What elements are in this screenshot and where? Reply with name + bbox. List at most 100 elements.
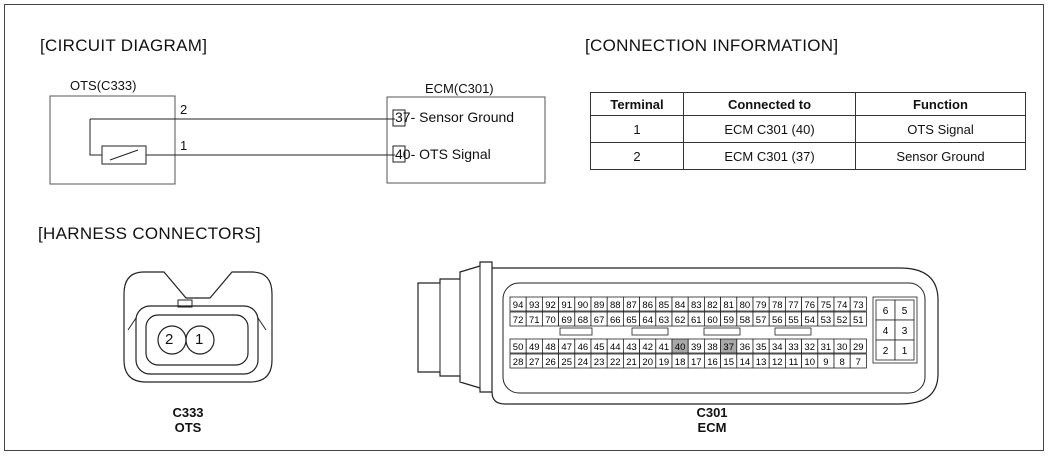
table-row: 1 ECM C301 (40) OTS Signal (590, 115, 1026, 143)
ecm-pin-number: 12 (772, 357, 783, 368)
ecm-pin-number: 60 (707, 315, 718, 326)
ecm-side-pin-number: 4 (883, 326, 889, 337)
ecm-pin-number: 77 (788, 300, 799, 311)
ecm-pin-number: 66 (610, 315, 621, 326)
ecm-connector-flange (417, 261, 493, 393)
ecm-pin-number: 46 (578, 342, 589, 353)
ecm-pin-number: 68 (578, 315, 589, 326)
ecm-pin-number: 73 (853, 300, 864, 311)
ecm-pin-37-label: 37- Sensor Ground (395, 109, 515, 125)
ecm-pin-number: 57 (756, 315, 767, 326)
cell-connected-to: ECM C301 (37) (683, 142, 856, 170)
ecm-pin-number: 80 (740, 300, 751, 311)
ecm-key-slot (703, 327, 741, 336)
ecm-connector-housing (491, 267, 939, 405)
harness-connectors-title: [HARNESS CONNECTORS] (38, 224, 261, 243)
ecm-pin-number: 88 (610, 300, 621, 311)
ecm-pin-number: 91 (561, 300, 572, 311)
ecm-pin-number: 10 (804, 357, 815, 368)
ecm-pin-cell (849, 353, 867, 369)
ecm-pin-cell (849, 311, 867, 327)
ecm-pin-number: 69 (561, 315, 572, 326)
ecm-pin-number: 24 (578, 357, 589, 368)
ecm-pin-number: 35 (756, 342, 767, 353)
ecm-pin-number: 31 (821, 342, 832, 353)
ecm-pin-number: 92 (545, 300, 556, 311)
ecm-pin-number: 61 (691, 315, 702, 326)
table-header-row: Terminal Connected to Function (590, 92, 1026, 116)
ecm-pin-number: 17 (691, 357, 702, 368)
ecm-pin-number: 8 (839, 357, 844, 368)
ecm-pin-number: 90 (578, 300, 589, 311)
ecm-pin-number: 36 (740, 342, 751, 353)
ots-harness-pin-1: 1 (195, 331, 204, 348)
ots-connector-rib (127, 317, 137, 331)
circuit-diagram-title: [CIRCUIT DIAGRAM] (40, 36, 208, 55)
ecm-pin-40-box (392, 145, 406, 163)
ecm-pin-number: 53 (821, 315, 832, 326)
ecm-pin-number: 28 (513, 357, 524, 368)
ots-connector-housing (123, 271, 273, 383)
ecm-pin-number: 39 (691, 342, 702, 353)
ecm-side-pin-number: 3 (902, 326, 908, 337)
ecm-pin-number: 34 (772, 342, 783, 353)
cell-terminal: 2 (590, 142, 684, 170)
diagram-frame (4, 4, 1044, 451)
ecm-pin-number: 51 (853, 315, 864, 326)
ecm-side-pin-cell (894, 339, 915, 361)
ecm-pin-number: 23 (594, 357, 605, 368)
ecm-pin-number: 78 (772, 300, 783, 311)
ecm-pin-number: 7 (856, 357, 861, 368)
ecm-side-pin-number: 5 (902, 306, 908, 317)
ecm-pin-number: 79 (756, 300, 767, 311)
ecm-pin-number: 87 (626, 300, 637, 311)
ecm-pin-number: 22 (610, 357, 621, 368)
ecm-pin-number: 11 (789, 357, 799, 368)
ecm-side-pin-number: 2 (883, 346, 889, 357)
ecm-pin-number: 84 (675, 300, 686, 311)
ecm-pin-number: 62 (675, 315, 686, 326)
ecm-pin-number: 94 (513, 300, 524, 311)
ecm-pin-number: 67 (594, 315, 605, 326)
ecm-pin-number: 47 (561, 342, 572, 353)
ecm-pin-number: 43 (626, 342, 637, 353)
ecm-pin-number: 32 (804, 342, 815, 353)
header-connected-to: Connected to (683, 92, 856, 116)
ecm-pin-number: 52 (837, 315, 848, 326)
ecm-pin-number: 40 (675, 342, 686, 353)
ots-pin-1-label: 1 (180, 138, 188, 153)
ots-pin-1-circle (185, 325, 215, 355)
ecm-key-slot (559, 327, 593, 336)
ecm-pin-number: 82 (707, 300, 718, 311)
ecm-pin-number: 48 (545, 342, 556, 353)
ecm-pin-number: 54 (804, 315, 815, 326)
cell-connected-to: ECM C301 (40) (683, 115, 856, 143)
ecm-pin-number: 29 (853, 342, 864, 353)
ecm-pin-number: 21 (626, 357, 637, 368)
ots-connector-rib (257, 317, 267, 331)
ecm-pin-number: 37 (723, 342, 734, 353)
ecm-pin-number: 9 (823, 357, 828, 368)
ecm-pin-number: 41 (659, 342, 670, 353)
ecm-pin-number: 20 (642, 357, 653, 368)
ecm-pin-number: 16 (707, 357, 718, 368)
ecm-pin-number: 27 (529, 357, 540, 368)
ecm-pin-number: 55 (788, 315, 799, 326)
ecm-pin-cell (849, 296, 867, 312)
ecm-pin-number: 76 (804, 300, 815, 311)
ecm-pin-number: 56 (772, 315, 783, 326)
ecm-pin-number: 26 (545, 357, 556, 368)
ots-connector-cavity (145, 314, 249, 366)
table-row: 2 ECM C301 (37) Sensor Ground (590, 142, 1026, 170)
ecm-pin-number: 89 (594, 300, 605, 311)
ecm-pin-number: 74 (837, 300, 848, 311)
ecm-pin-number: 49 (529, 342, 540, 353)
ecm-pin-37-box (392, 109, 406, 127)
ecm-pin-number: 33 (788, 342, 799, 353)
